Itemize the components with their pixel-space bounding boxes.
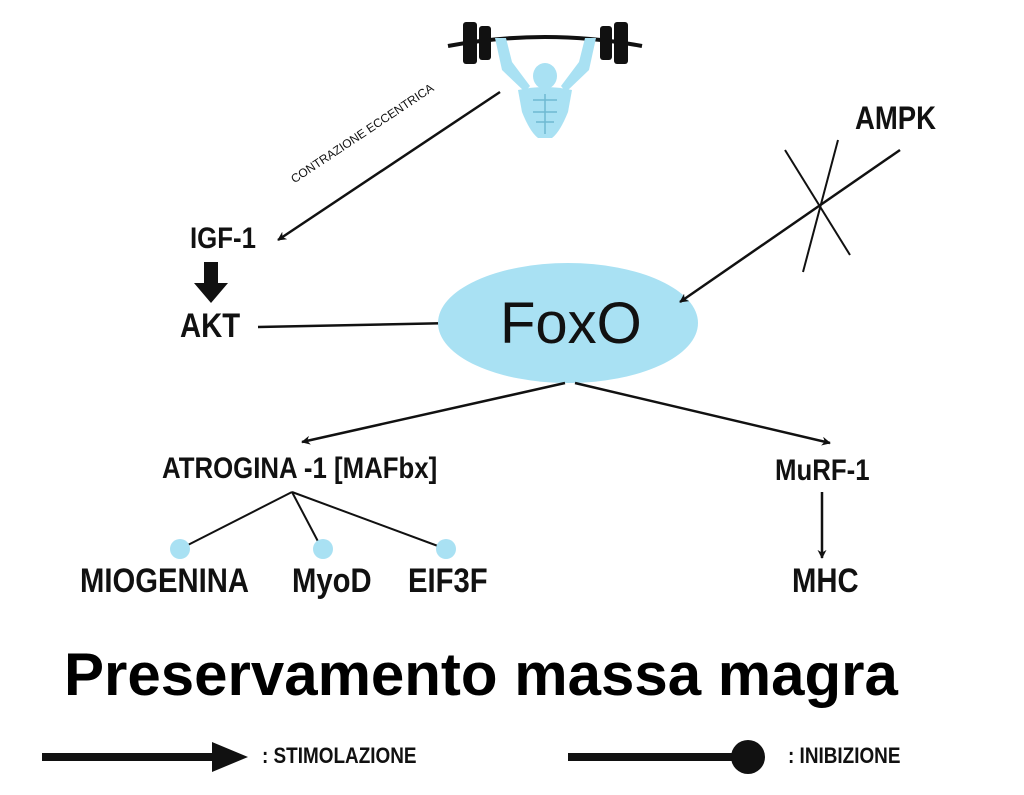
node-ampk: AMPK	[855, 100, 937, 136]
myod-target-dot	[313, 539, 333, 559]
node-akt: AKT	[180, 307, 241, 345]
foxo-atrogina-arrow	[301, 381, 566, 445]
node-murf1: MuRF-1	[775, 454, 870, 487]
node-igf1: IGF-1	[190, 222, 256, 255]
eif3f-target-dot	[436, 539, 456, 559]
node-miogenina: MIOGENINA	[80, 562, 249, 600]
diagram-title: Preservamento massa magra	[64, 641, 898, 708]
igf1-akt-arrow	[194, 262, 228, 303]
cross-mark	[784, 139, 851, 273]
legend-inhibition-symbol	[568, 740, 765, 774]
miogenina-target-dot	[170, 539, 190, 559]
foxo-murf1-arrow	[574, 381, 831, 446]
node-foxo: FoxO	[500, 291, 642, 356]
ampk-foxo-arrow	[679, 148, 901, 304]
atrogina-target-links	[179, 491, 447, 550]
foxo-ellipse	[438, 263, 698, 383]
eccentric-arrow	[277, 90, 501, 242]
akt-foxo-inhibition	[257, 321, 455, 329]
node-eif3f: EIF3F	[408, 562, 488, 600]
node-mhc: MHC	[792, 562, 859, 600]
legend-stimulation-label: : STIMOLAZIONE	[262, 743, 417, 768]
weightlifter-icon	[447, 22, 643, 138]
legend-inhibition-label: : INIBIZIONE	[788, 743, 901, 768]
legend-stimulation-symbol	[42, 742, 248, 772]
node-myod: MyoD	[292, 562, 372, 600]
node-atrogina: ATROGINA -1 [MAFbx]	[162, 452, 438, 485]
